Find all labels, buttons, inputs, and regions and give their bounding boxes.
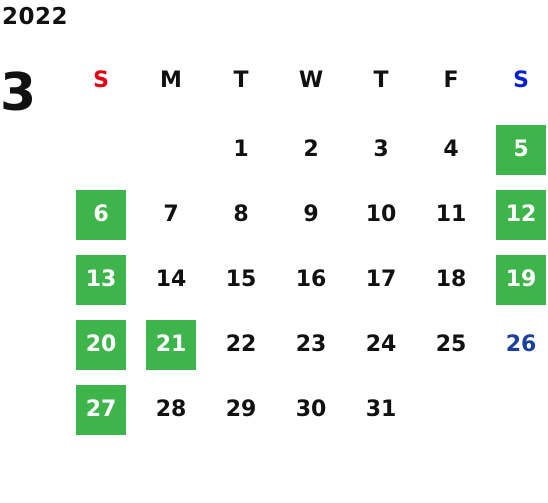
weekday-header-tue: T — [233, 68, 249, 93]
day-cell-4[interactable]: 4 — [443, 137, 459, 162]
day-cell-31[interactable]: 31 — [365, 397, 397, 422]
day-cell-26[interactable]: 26 — [505, 332, 537, 357]
day-cell-22[interactable]: 22 — [225, 332, 257, 357]
day-cell-11[interactable]: 11 — [435, 202, 467, 227]
day-cell-19[interactable]: 19 — [496, 255, 546, 305]
day-cell-10[interactable]: 10 — [365, 202, 397, 227]
month-label: 3 — [0, 63, 37, 123]
weekday-header-fri: F — [443, 68, 459, 93]
weekday-header-wed: W — [298, 68, 324, 93]
day-cell-23[interactable]: 23 — [295, 332, 327, 357]
day-cell-24[interactable]: 24 — [365, 332, 397, 357]
day-cell-18[interactable]: 18 — [435, 267, 467, 292]
day-cell-17[interactable]: 17 — [365, 267, 397, 292]
weekday-header-sat: S — [513, 68, 529, 93]
day-cell-8[interactable]: 8 — [233, 202, 249, 227]
day-cell-27[interactable]: 27 — [76, 385, 126, 435]
day-cell-9[interactable]: 9 — [303, 202, 319, 227]
day-cell-16[interactable]: 16 — [295, 267, 327, 292]
day-cell-3[interactable]: 3 — [373, 137, 389, 162]
weekday-header-thu: T — [373, 68, 389, 93]
year-label: 2022 — [2, 4, 69, 30]
day-cell-7[interactable]: 7 — [163, 202, 179, 227]
weekday-header-sun: S — [93, 68, 109, 93]
day-cell-12[interactable]: 12 — [496, 190, 546, 240]
day-cell-28[interactable]: 28 — [155, 397, 187, 422]
day-cell-25[interactable]: 25 — [435, 332, 467, 357]
weekday-header-mon: M — [160, 68, 182, 93]
day-cell-14[interactable]: 14 — [155, 267, 187, 292]
day-cell-1[interactable]: 1 — [233, 137, 249, 162]
day-cell-5[interactable]: 5 — [496, 125, 546, 175]
day-cell-2[interactable]: 2 — [303, 137, 319, 162]
day-cell-15[interactable]: 15 — [225, 267, 257, 292]
day-cell-6[interactable]: 6 — [76, 190, 126, 240]
day-cell-20[interactable]: 20 — [76, 320, 126, 370]
day-cell-21[interactable]: 21 — [146, 320, 196, 370]
day-cell-29[interactable]: 29 — [225, 397, 257, 422]
day-cell-13[interactable]: 13 — [76, 255, 126, 305]
day-cell-30[interactable]: 30 — [295, 397, 327, 422]
